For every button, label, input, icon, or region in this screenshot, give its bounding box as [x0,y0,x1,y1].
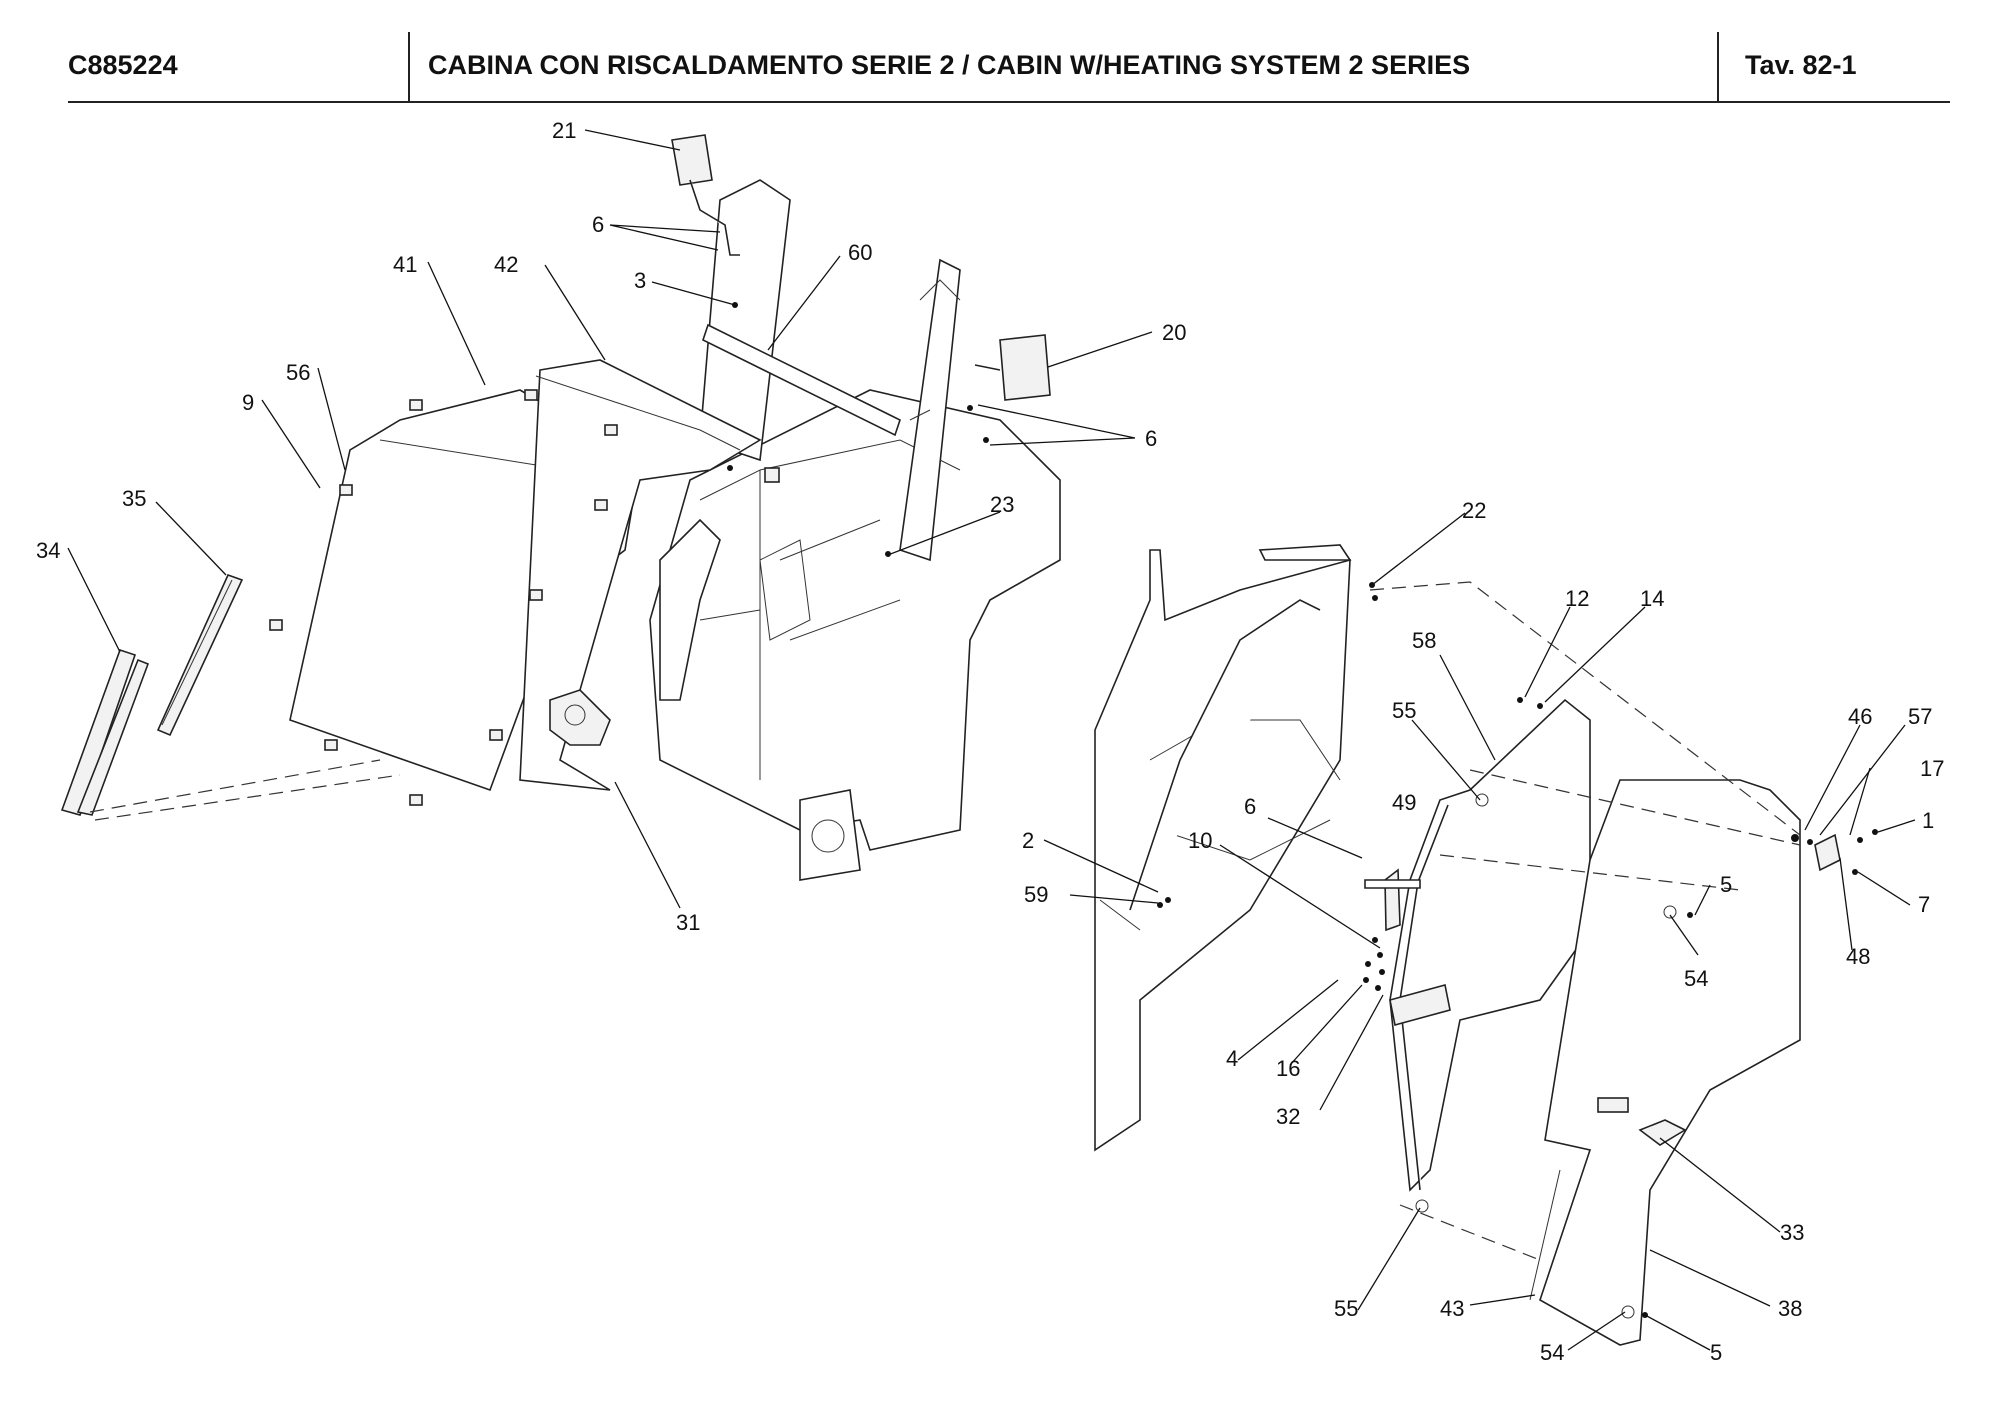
door-handle [1597,1097,1687,1146]
callout-43: 43 [1440,1296,1464,1321]
callout-49: 49 [1392,790,1416,815]
callout-1: 1 [1922,808,1934,833]
door-latch [1814,833,1841,872]
sheet-number: Tav. 82-1 [1745,50,1857,80]
door-hinge [1384,868,1401,932]
callout-10: 10 [1188,828,1212,853]
drawing-title: CABINA CON RISCALDAMENTO SERIE 2 / CABIN… [428,50,1471,80]
callout-55: 55 [1334,1296,1358,1321]
callout-22: 22 [1462,498,1486,523]
callout-58: 58 [1412,628,1436,653]
windshield-seal [519,359,762,791]
callout-34: 34 [36,538,60,563]
callout-17: 17 [1920,756,1944,781]
title-block-rule [68,101,1950,103]
cover-strip [702,323,901,437]
callout-41: 41 [393,252,417,277]
callout-6: 6 [1244,794,1256,819]
callout-54: 54 [1540,1340,1564,1365]
callout-33: 33 [1780,1220,1804,1245]
callout-55: 55 [1392,698,1416,723]
callout-numbers: 21 6 3 60 41 42 56 9 35 34 20 6 23 31 22… [36,118,1944,1365]
rear-view-mirror-left [671,134,740,256]
fastener-clips-left [269,302,989,806]
callout-56: 56 [286,360,310,385]
callout-38: 38 [1778,1296,1802,1321]
title-block-divider [408,32,410,102]
door-frame [1389,698,1591,1192]
callout-21: 21 [552,118,576,143]
callout-7: 7 [1918,892,1930,917]
leader-lines [67,129,1916,1351]
callout-48: 48 [1846,944,1870,969]
front-cabin-frame [649,179,1061,881]
cabin-floor-frame [1094,544,1352,1152]
callout-12: 12 [1565,586,1589,611]
callout-60: 60 [848,240,872,265]
hinge-plate [1364,879,1421,889]
door-assembly-lines [1369,581,1801,1261]
callout-6: 6 [592,212,604,237]
callout-42: 42 [494,252,518,277]
callout-54: 54 [1684,966,1708,991]
callout-46: 46 [1848,704,1872,729]
callout-6: 6 [1145,426,1157,451]
callout-57: 57 [1908,704,1932,729]
callout-20: 20 [1162,320,1186,345]
callout-32: 32 [1276,1104,1300,1129]
callout-5: 5 [1710,1340,1722,1365]
callout-35: 35 [122,486,146,511]
wiper-axis-line [89,759,401,821]
callout-16: 16 [1276,1056,1300,1081]
callout-59: 59 [1024,882,1048,907]
callout-2: 2 [1022,828,1034,853]
callout-23: 23 [990,492,1014,517]
wiper-arm [60,648,150,816]
wiper-motor [549,689,611,746]
callout-14: 14 [1640,586,1664,611]
wiper-blade [156,573,244,737]
callout-9: 9 [242,390,254,415]
callout-4: 4 [1226,1046,1238,1071]
rear-view-mirror-right [974,334,1051,401]
callout-3: 3 [634,268,646,293]
callout-31: 31 [676,910,700,935]
callout-5: 5 [1720,872,1732,897]
door-glass [1529,779,1801,1346]
title-block-divider [1717,32,1719,102]
drawing-code: C885224 [68,50,178,80]
